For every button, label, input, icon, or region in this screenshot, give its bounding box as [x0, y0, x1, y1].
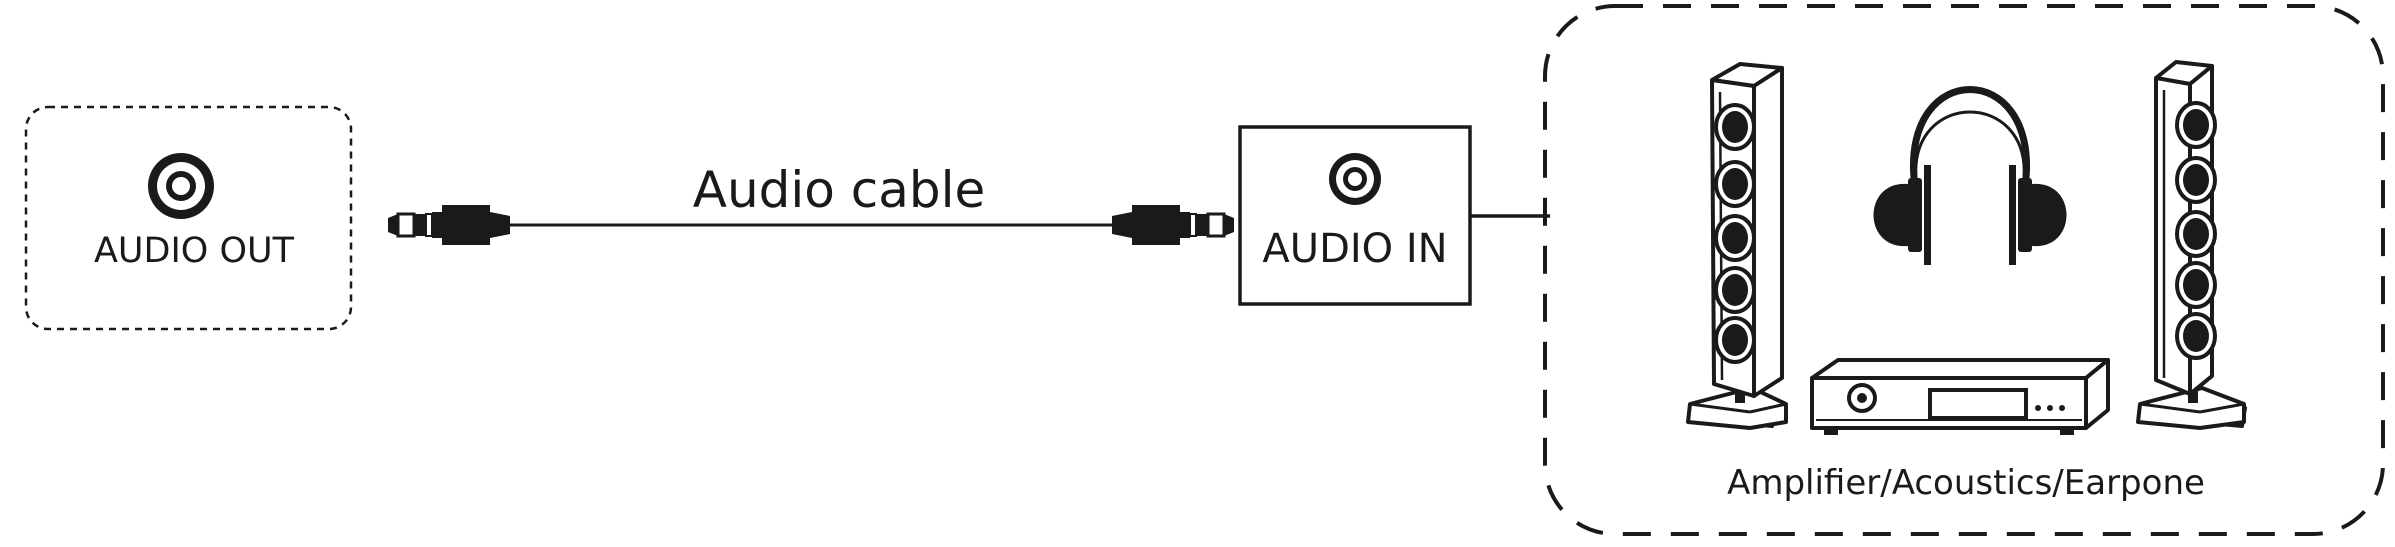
audio-out-box: AUDIO OUT — [24, 105, 353, 331]
audio-in-label: AUDIO IN — [1262, 226, 1447, 272]
left-plug-icon — [388, 205, 510, 245]
right-speaker-icon — [2136, 60, 2247, 430]
amplifier-icon — [1810, 358, 2110, 435]
right-plug-icon — [1112, 205, 1234, 245]
audio-cable-label: Audio cable — [693, 161, 986, 219]
devices-group: Amplifier/Acoustics/Earpone — [1543, 4, 2385, 536]
audio-out-jack-icon — [148, 153, 214, 219]
audio-in-box: AUDIO IN — [1238, 125, 1472, 306]
audio-out-label: AUDIO OUT — [94, 231, 295, 271]
left-speaker-icon — [1686, 62, 1788, 430]
devices-label: Amplifier/Acoustics/Earpone — [1727, 463, 2205, 503]
audio-cable: Audio cable — [388, 161, 1234, 245]
headphones-icon — [1873, 86, 2067, 265]
audio-in-jack-icon — [1329, 153, 1381, 205]
